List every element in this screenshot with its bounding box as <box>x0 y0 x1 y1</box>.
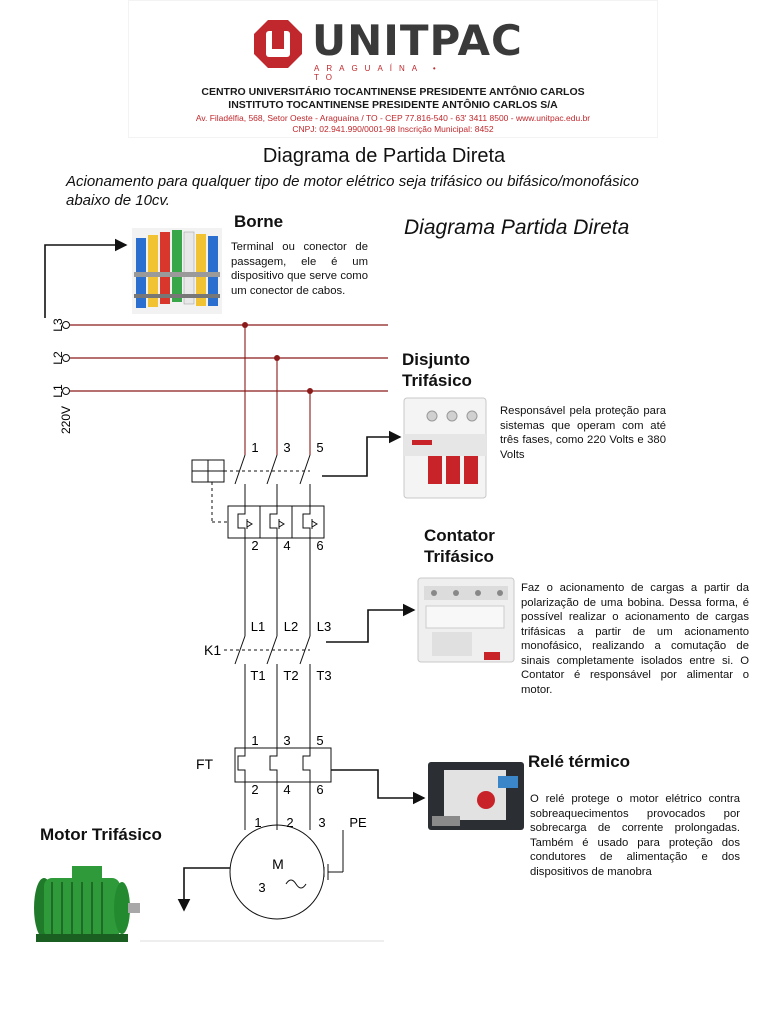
relay-heading: Relé térmico <box>528 752 631 771</box>
breaker-arrow <box>322 430 402 477</box>
terminal-l3 <box>62 321 70 329</box>
breaker-terminal-2: 2 <box>251 538 258 553</box>
breaker-terminal-1: 1 <box>251 440 258 455</box>
conductors <box>244 325 311 455</box>
brand-name: UNITPAC <box>312 16 523 65</box>
relay-terminal-2: 2 <box>251 782 258 797</box>
borne-description: Terminal ou conector de passagem, ele é … <box>231 241 368 297</box>
breaker-terminal-4: 4 <box>283 538 290 553</box>
relay-terminal-6: 6 <box>316 782 323 797</box>
contactor-output-t1: T1 <box>250 668 265 683</box>
relay-picture <box>428 762 524 830</box>
motor-ac-symbol: ~ <box>286 868 287 869</box>
motor-terminal-2: 2 <box>286 815 293 830</box>
motor-picture <box>34 866 140 942</box>
institution-name-2: INSTITUTO TOCANTINENSE PRESIDENTE ANTÔNI… <box>228 99 558 111</box>
breaker-picture <box>403 397 487 499</box>
contactor-label: K1 <box>204 642 221 658</box>
institution-header: UNITPAC ARAGUAÍNA • TO CENTRO UNIVERSITÁ… <box>128 0 658 138</box>
contactor-arrow <box>326 603 416 643</box>
contactor-output-t2: T2 <box>283 668 298 683</box>
voltage-label: 220V <box>59 406 73 434</box>
terminal-l1 <box>62 387 70 395</box>
relay-terminal-5: 5 <box>316 733 323 748</box>
contactor-picture <box>417 577 515 663</box>
breaker-terminal-5: 5 <box>316 440 323 455</box>
motor-phases: 3 <box>258 880 265 895</box>
borne-arrow <box>44 238 128 318</box>
relay-terminal-1: 1 <box>251 733 258 748</box>
breaker-symbol <box>191 454 325 539</box>
contactor-input-l2: L2 <box>284 619 298 634</box>
motor-heading: Motor Trifásico <box>40 825 162 844</box>
contactor-input-l1: L1 <box>251 619 265 634</box>
institution-registry: CNPJ: 02.941.990/0001-98 Inscrição Munic… <box>292 124 494 134</box>
phase-label-l3: L3 <box>51 318 65 332</box>
motor-terminal-pe: PE <box>349 815 367 830</box>
terminal-l2 <box>62 354 70 362</box>
phase-label-l2: L2 <box>51 351 65 365</box>
breaker-description: Responsável pela proteção para sistemas … <box>500 405 666 461</box>
contactor-heading-2: Trifásico <box>424 547 494 566</box>
contactor-input-l3: L3 <box>317 619 331 634</box>
borne-heading: Borne <box>234 212 284 231</box>
motor-arrow <box>177 867 230 912</box>
contactor-output-t3: T3 <box>316 668 331 683</box>
thermal-relay-symbol <box>234 747 332 783</box>
breaker-heading-1: Disjunto <box>402 350 470 369</box>
breaker-terminal-3: 3 <box>283 440 290 455</box>
unitpac-logo-icon <box>254 20 302 68</box>
brand-location: ARAGUAÍNA • TO <box>314 64 443 82</box>
motor-symbol-m: M <box>272 856 284 872</box>
motor-terminal-3: 3 <box>318 815 325 830</box>
contactor-description: Faz o acionamento de cargas a partir da … <box>521 582 749 696</box>
relay-description: O relé protege o motor elétrico contra s… <box>530 793 740 878</box>
institution-address: Av. Filadélfia, 568, Setor Oeste - Aragu… <box>195 113 591 123</box>
relay-terminal-4: 4 <box>283 782 290 797</box>
borne-picture <box>132 228 222 314</box>
contactor-symbol <box>224 635 311 688</box>
motor-terminal-1: 1 <box>254 815 261 830</box>
institution-name-1: CENTRO UNIVERSITÁRIO TOCANTINENSE PRESID… <box>201 86 585 98</box>
contactor-heading-1: Contator <box>424 526 495 545</box>
document-title: Diagrama de Partida Direta <box>262 145 506 167</box>
motor-symbol <box>229 824 344 920</box>
breaker-terminal-6: 6 <box>316 538 323 553</box>
document-subtitle: Acionamento para qualquer tipo de motor … <box>66 173 639 209</box>
phase-label-l1: L1 <box>51 384 65 398</box>
relay-label: FT <box>196 756 214 772</box>
relay-arrow <box>331 769 426 805</box>
relay-terminal-3: 3 <box>283 733 290 748</box>
breaker-heading-2: Trifásico <box>402 371 472 390</box>
phase-lines: L3 L2 L1 220V <box>51 318 388 434</box>
diagram-title: Diagrama Partida Direta <box>404 216 630 239</box>
